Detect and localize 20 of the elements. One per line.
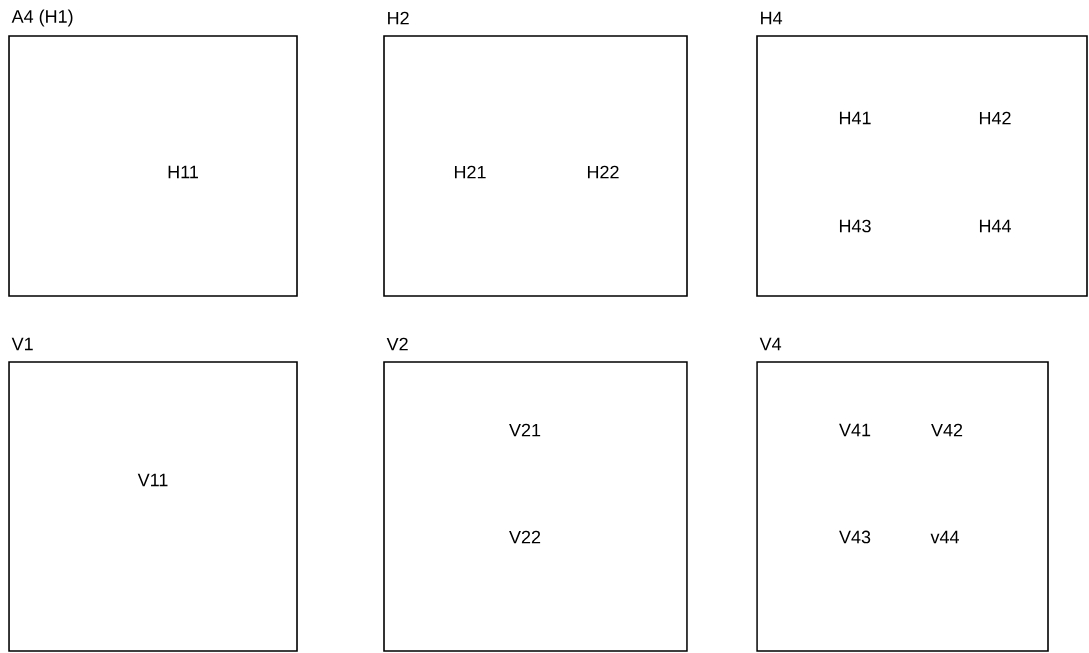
box-label: H11 [168, 165, 198, 179]
box-label: V43 [839, 530, 871, 544]
box-label: H22 [588, 165, 619, 179]
box-label: H21 [455, 165, 486, 179]
box-heading: V4 [759, 337, 782, 351]
box-heading: V1 [11, 337, 33, 351]
box-label: H41 [840, 111, 871, 125]
box-label: V11 [137, 473, 168, 487]
box-label: H44 [980, 219, 1011, 233]
box-label: H42 [980, 111, 1011, 125]
box-label: v44 [930, 530, 959, 544]
box-label: V42 [931, 423, 963, 437]
box-heading: A4 (H1) [11, 9, 73, 27]
box-label: V22 [509, 530, 541, 544]
box-heading: V2 [386, 337, 408, 351]
box-heading: H2 [388, 11, 409, 25]
box-heading: H4 [761, 11, 783, 25]
box-label: H43 [840, 219, 871, 233]
box-label: V21 [509, 423, 541, 437]
box-label: V41 [839, 423, 871, 437]
